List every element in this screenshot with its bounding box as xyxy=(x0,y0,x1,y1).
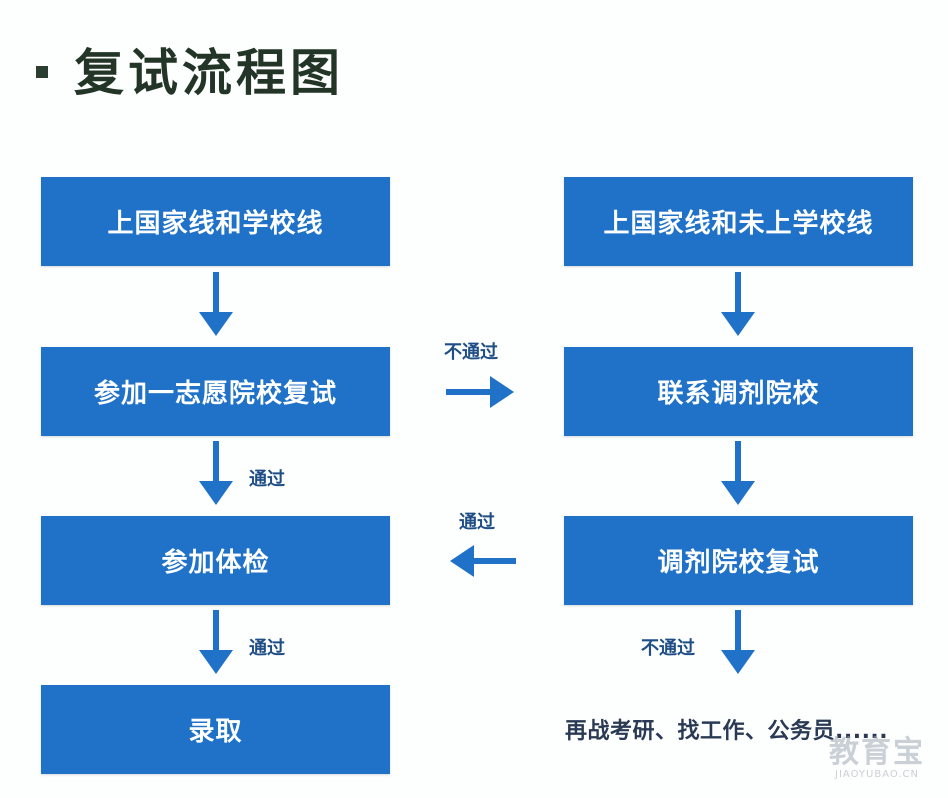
label-pass-left-2: 通过 xyxy=(249,469,285,490)
box-pass-national-not-school-line: 上国家线和未上学校线 xyxy=(564,177,913,266)
arrow-left-to-physical xyxy=(450,545,516,577)
final-outcome-text: 再战考研、找工作、公务员...... xyxy=(565,719,889,744)
arrow-down-right-3 xyxy=(721,610,755,674)
box-admission: 录取 xyxy=(41,685,390,774)
title-area: 复试流程图 xyxy=(36,34,344,104)
arrow-down-right-1 xyxy=(721,272,755,336)
arrow-down-right-2 xyxy=(721,441,755,505)
watermark: 教育宝 JIAOYUBAO.CN xyxy=(818,726,936,780)
box-contact-adjustment-schools: 联系调剂院校 xyxy=(564,347,913,436)
label-fail-horizontal: 不通过 xyxy=(444,342,498,363)
arrow-right-to-adjustment xyxy=(446,376,514,408)
box-first-choice-retest: 参加一志愿院校复试 xyxy=(41,347,390,436)
label-pass-left-3: 通过 xyxy=(249,638,285,659)
arrow-down-left-3 xyxy=(199,610,233,674)
page-title: 复试流程图 xyxy=(74,43,344,102)
arrow-down-left-2 xyxy=(199,441,233,505)
watermark-site: JIAOYUBAO.CN xyxy=(835,768,919,780)
box-pass-both-lines: 上国家线和学校线 xyxy=(41,177,390,266)
box-physical-exam: 参加体检 xyxy=(41,516,390,605)
arrow-down-left-1 xyxy=(199,272,233,336)
label-pass-horizontal: 通过 xyxy=(459,512,495,533)
title-bullet xyxy=(36,66,48,78)
label-fail-right-3: 不通过 xyxy=(641,638,695,659)
box-adjustment-retest: 调剂院校复试 xyxy=(564,516,913,605)
watermark-logo: 教育宝 xyxy=(829,734,925,770)
